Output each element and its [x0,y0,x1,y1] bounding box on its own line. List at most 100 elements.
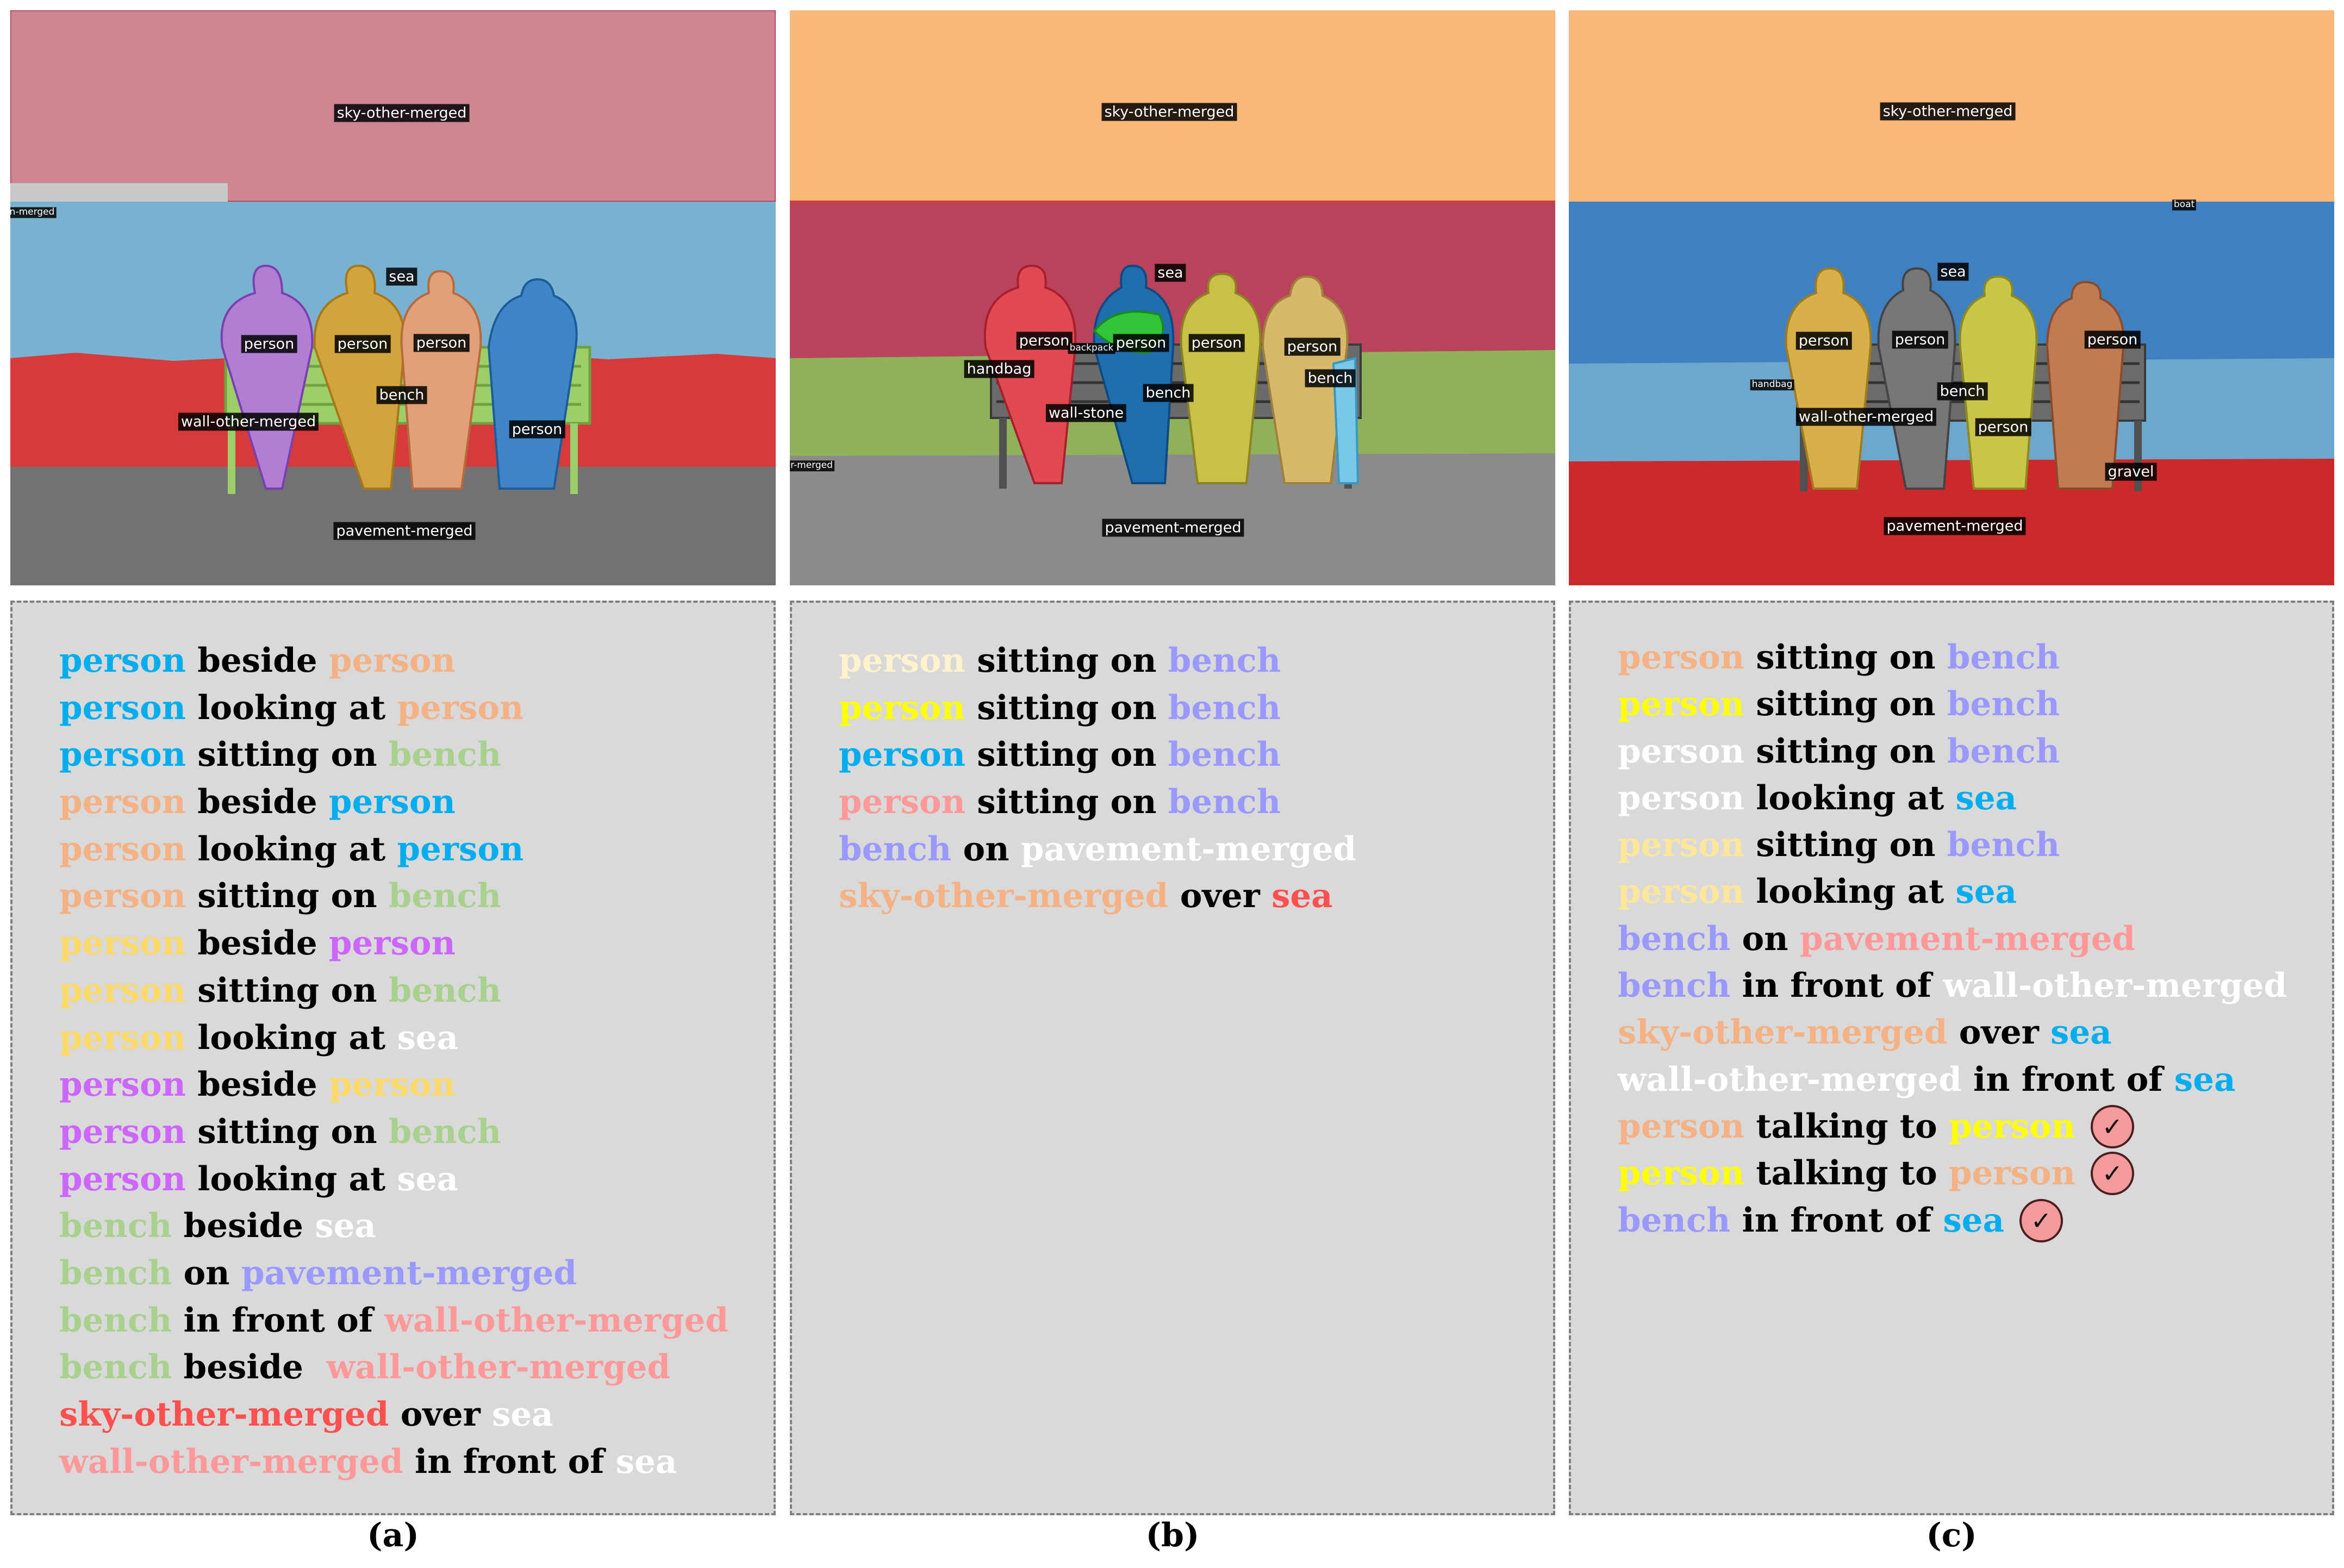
relation-line: person sitting on bench [1618,681,2287,728]
segment-label-person: person [1892,330,1948,349]
segmentation-image-a: sky-other-merged n-merged sea person per… [10,10,776,585]
relation-entity: person [328,924,456,963]
relation-predicate: in front of [1961,1060,2174,1099]
relation-entity: sea [1955,872,2017,911]
relation-predicate: looking at [185,688,397,727]
segment-label-bench: bench [1143,384,1194,402]
caption-b: (b) [1145,1516,1200,1554]
relation-entity: wall-other-merged [384,1301,729,1340]
relation-predicate: beside [172,1348,327,1387]
relation-predicate: looking at [1744,872,1956,911]
relation-entity: person [1618,732,1744,771]
relation-predicate: beside [185,924,329,963]
relation-entity: bench [388,1112,502,1151]
relation-line: person looking at person [59,685,728,732]
relation-entity: bench [1168,735,1281,774]
relation-predicate: sitting on [1744,638,1947,677]
relation-entity: sea [397,1018,459,1057]
relation-line: person talking to person✓ [1618,1103,2287,1150]
relation-entity: person [59,1159,186,1198]
segment-label-edge: r-merged [790,460,834,471]
relation-entity: sea [1271,877,1333,916]
relation-line: sky-other-merged over sea [839,873,1356,920]
relation-line: sky-other-merged over sea [1618,1009,2287,1056]
relation-predicate: looking at [185,1018,397,1057]
relation-predicate: over [1947,1013,2051,1052]
relation-predicate: on [951,829,1021,869]
relation-entity: pavement-merged [1799,919,2136,958]
relation-entity: sky-other-merged [1618,1013,1948,1052]
relation-entity: person [59,735,186,774]
relation-entity: sea [315,1207,376,1246]
segment-label-person: person [413,334,470,352]
relation-entity: bench [1947,732,2060,771]
relation-line: sky-other-merged over sea [59,1391,728,1439]
relation-entity: bench [1618,966,1731,1005]
relation-line: person talking to person✓ [1618,1150,2287,1197]
segment-label-pavement: pavement-merged [333,522,476,540]
segmentation-image-c: sky-other-merged boat sea person person … [1569,10,2334,585]
relation-line: person looking at sea [59,1015,728,1062]
relation-line: person sitting on bench [1618,822,2287,869]
segment-label-backpack: backpack [1068,343,1115,354]
relation-predicate: sitting on [965,641,1168,680]
relation-line: bench in front of wall-other-merged [1618,963,2287,1009]
relation-line: person beside person [59,779,728,826]
relation-predicate: on [172,1253,241,1292]
segment-label-bench: bench [376,386,427,404]
relation-entity: person [328,641,456,680]
relation-entity: person [59,688,186,727]
segment-label-bench: bench [1937,382,1988,401]
relation-entity: person [1618,826,1744,865]
relation-predicate: beside [172,1207,315,1246]
relation-entity: bench [839,829,952,869]
segment-label-sky: sky-other-merged [1880,102,2016,121]
relation-line: bench beside wall-other-merged [59,1344,728,1391]
relation-entity: bench [59,1207,172,1246]
column-b: sky-other-merged sea handbag person back… [790,0,1555,1568]
relation-entity: wall-other-merged [1618,1060,1962,1099]
relation-line: bench in front of wall-other-merged [59,1297,728,1345]
segment-label-sky: sky-other-merged [334,104,470,122]
relation-entity: sea [1955,778,2017,817]
segment-label-person: person [509,420,565,439]
segment-label-person: person [2084,330,2141,349]
relation-line: person beside person [59,920,728,967]
relation-predicate: in front of [403,1442,616,1481]
relation-line: person looking at person [59,826,728,873]
relation-entity: person [839,641,965,680]
relation-entity: person [59,783,186,822]
relation-entity: person [397,688,524,727]
segmentation-scene-c [1569,10,2334,585]
relation-predicate: talking to [1744,1107,1949,1146]
segment-label-wall: wall-other-merged [1796,408,1937,426]
relation-entity: sky-other-merged [59,1395,389,1434]
relation-line: wall-other-merged in front of sea [59,1439,728,1486]
relation-predicate: sitting on [1744,732,1947,771]
relation-predicate: on [1730,919,1800,958]
relation-line: person sitting on bench [59,1109,728,1156]
relation-line: person looking at sea [1618,869,2287,915]
segment-label-handbag: handbag [1750,379,1794,390]
segment-label-sea: sea [1937,263,1969,281]
segment-label-person: person [1796,332,1852,350]
relation-line: person sitting on bench [59,967,728,1015]
relation-entity: person [397,829,524,869]
relation-line: person looking at sea [59,1156,728,1203]
relation-predicate: over [1168,877,1272,916]
relation-line: bench on pavement-merged [59,1250,728,1297]
segment-label-person: person [1113,334,1169,352]
relation-predicate: looking at [185,1159,397,1198]
relation-entity: sea [615,1442,677,1481]
relation-line: person sitting on bench [59,732,728,779]
relation-entity: wall-other-merged [326,1348,671,1387]
relation-entity: person [839,735,965,774]
relation-predicate: sitting on [1744,826,1947,865]
relation-entity: sea [2050,1013,2112,1052]
relation-line: person sitting on bench [1618,728,2287,775]
relation-entity: bench [1168,641,1281,680]
relation-line: person beside person [59,1061,728,1109]
